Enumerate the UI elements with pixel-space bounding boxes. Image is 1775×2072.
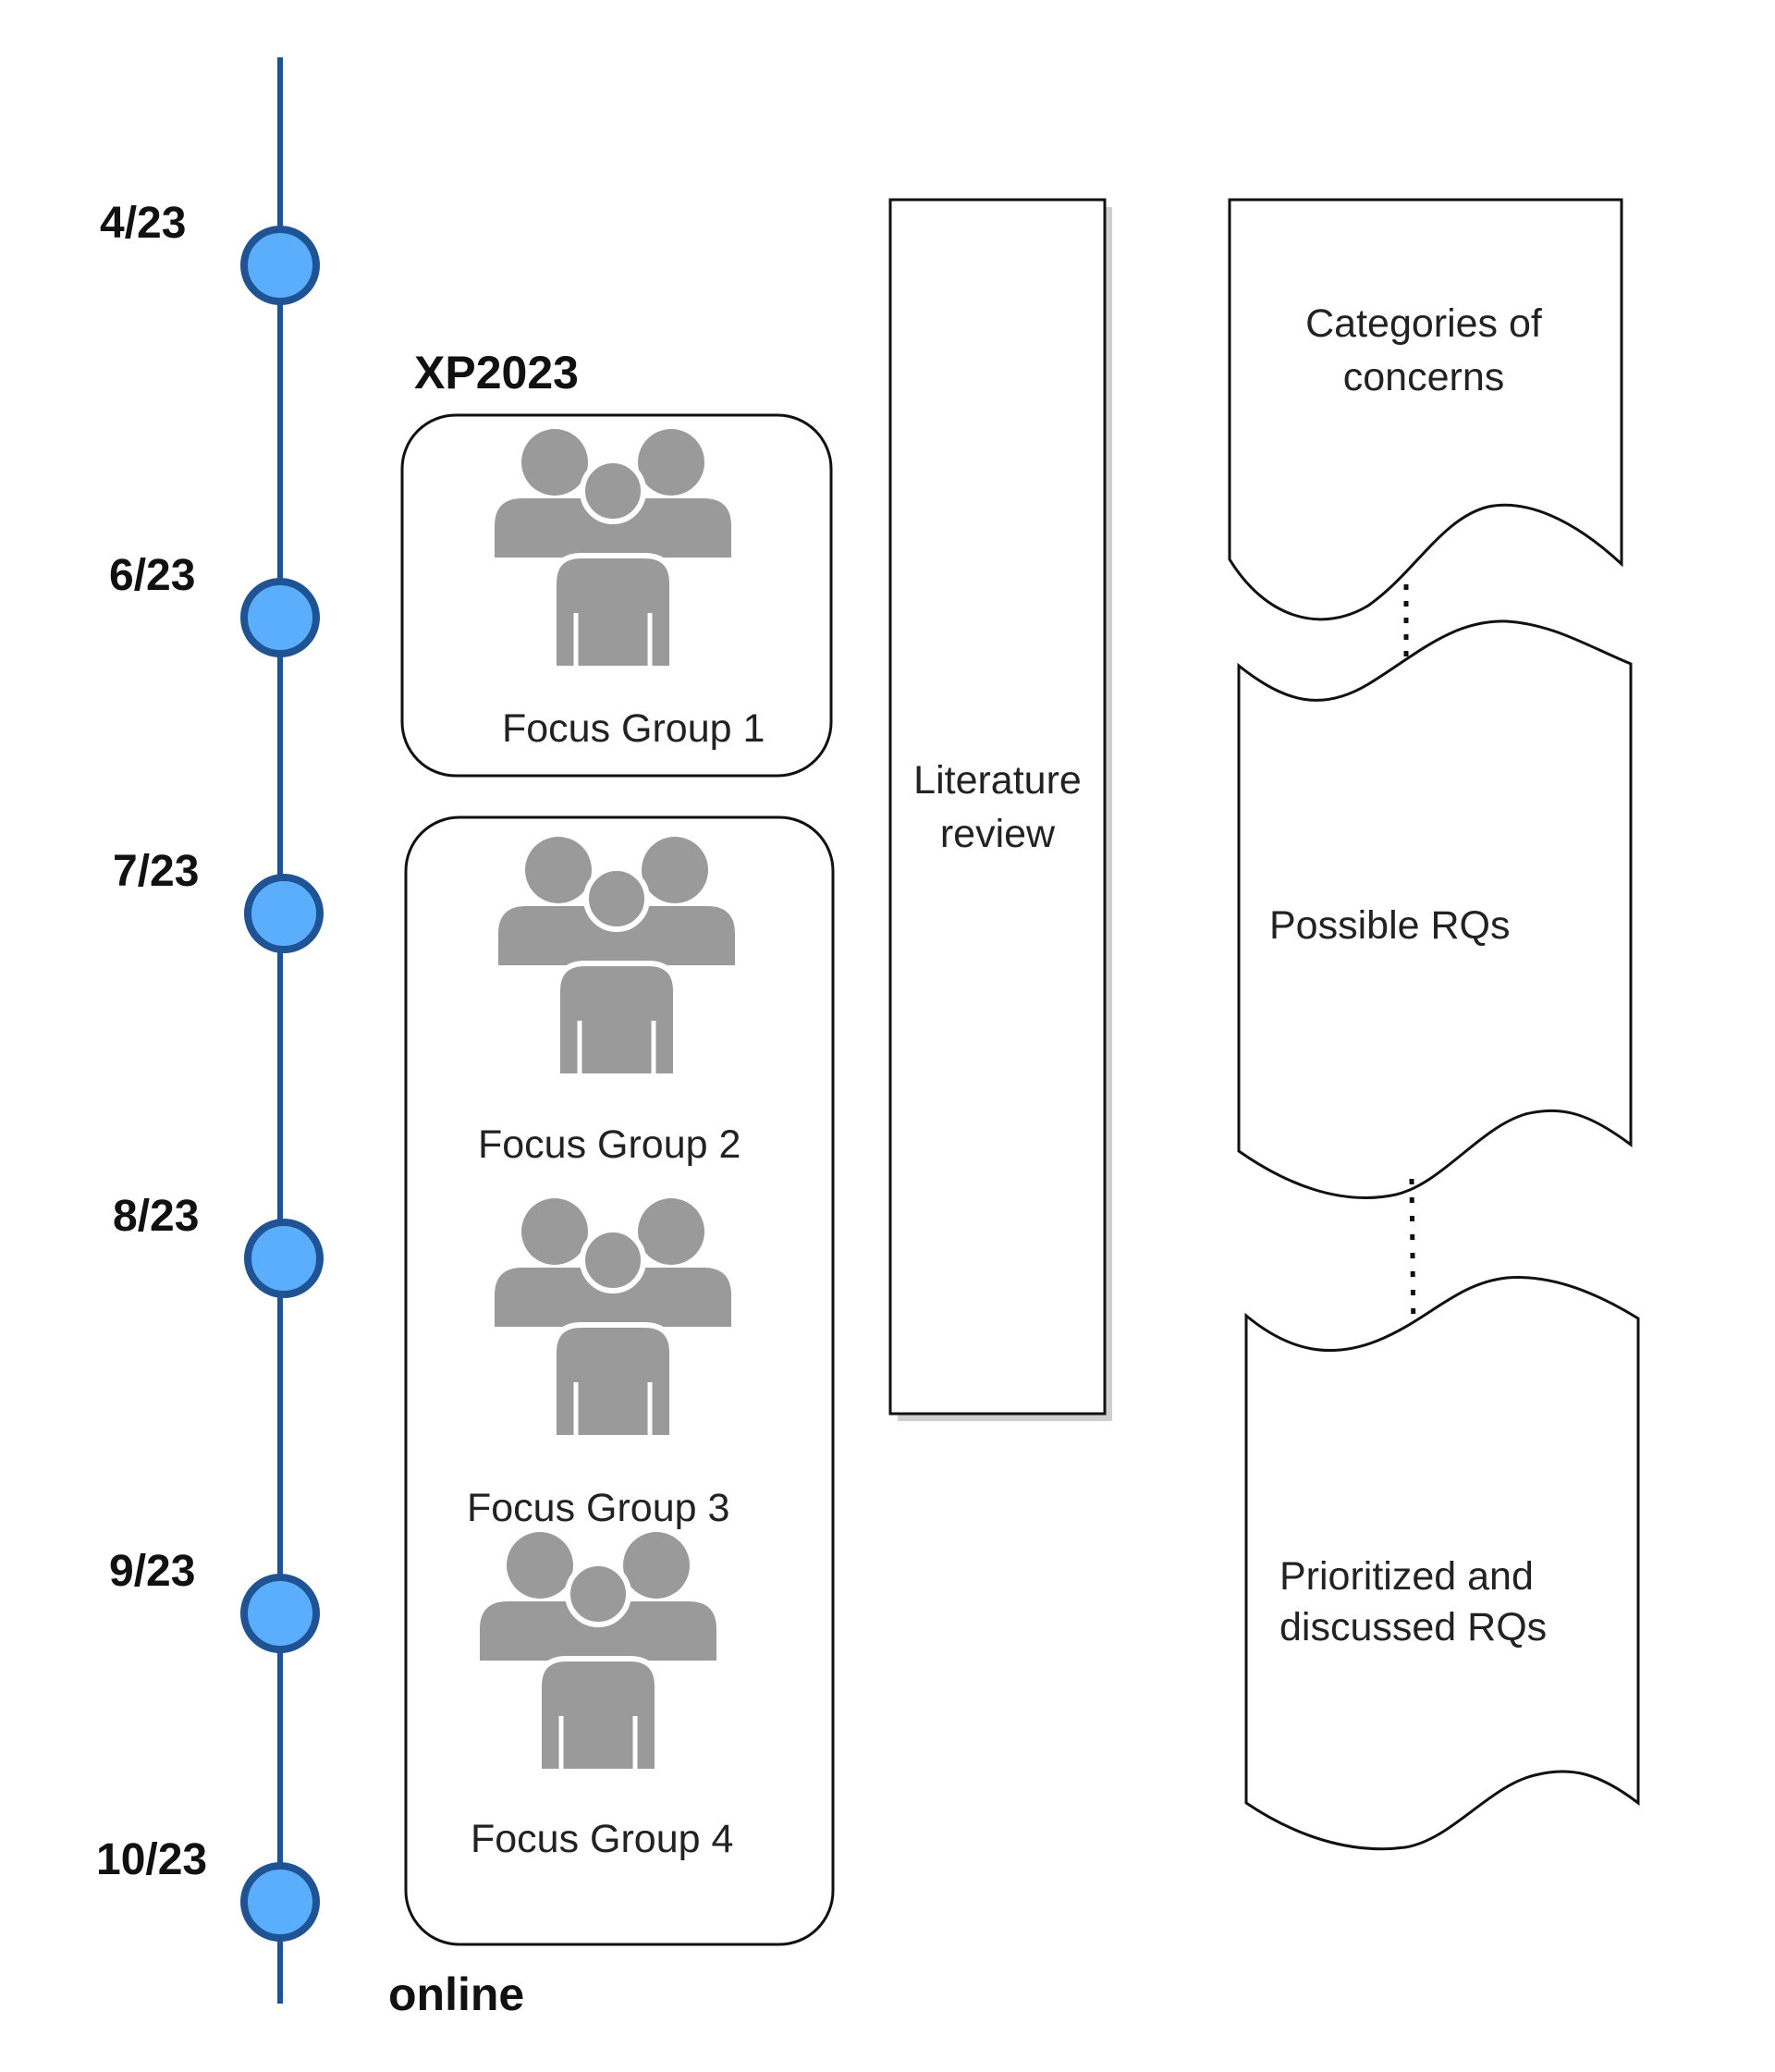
doc-categories-line2: concerns	[1343, 355, 1504, 399]
dotted-connector	[1409, 1178, 1416, 1338]
literature-review-label-line2: review	[940, 812, 1056, 856]
date-label-aug-23: 8/23	[113, 1192, 199, 1241]
document-categories-of-concerns	[1228, 198, 1623, 621]
date-label-sep-23: 9/23	[109, 1547, 195, 1596]
focus-group-4-label: Focus Group 4	[471, 1817, 733, 1861]
doc-possible-rqs-line1: Possible RQs	[1269, 903, 1510, 948]
literature-review-box	[888, 198, 1107, 1416]
timeline-node-sep-23: 9/23	[109, 1547, 320, 1653]
xp2023-label: XP2023	[414, 347, 579, 398]
doc-prioritized-line1: Prioritized and	[1279, 1554, 1534, 1599]
timeline-node-aug-23: 8/23	[113, 1192, 324, 1298]
date-label-oct-23: 10/23	[96, 1835, 207, 1884]
date-label-jun-23: 6/23	[109, 551, 195, 600]
focus-group-1-label: Focus Group 1	[502, 706, 765, 751]
date-label-apr-23: 4/23	[100, 199, 186, 248]
timeline-node-jun-23: 6/23	[109, 551, 320, 657]
date-label-jul-23: 7/23	[113, 847, 199, 896]
timeline-node-apr-23: 4/23	[100, 199, 320, 305]
doc-prioritized-line2: discussed RQs	[1279, 1605, 1547, 1649]
document-prioritized-rqs	[1244, 1276, 1640, 1851]
timeline-node-oct-23: 10/23	[96, 1835, 320, 1942]
literature-review-label-line1: Literature	[913, 758, 1082, 803]
focus-group-3-label: Focus Group 3	[467, 1486, 729, 1530]
doc-categories-line1: Categories of	[1305, 301, 1543, 346]
focus-group-2-label: Focus Group 2	[478, 1122, 741, 1167]
online-label: online	[388, 1968, 524, 2020]
document-possible-rqs	[1237, 619, 1633, 1199]
timeline-node-jul-23: 7/23	[113, 847, 324, 953]
